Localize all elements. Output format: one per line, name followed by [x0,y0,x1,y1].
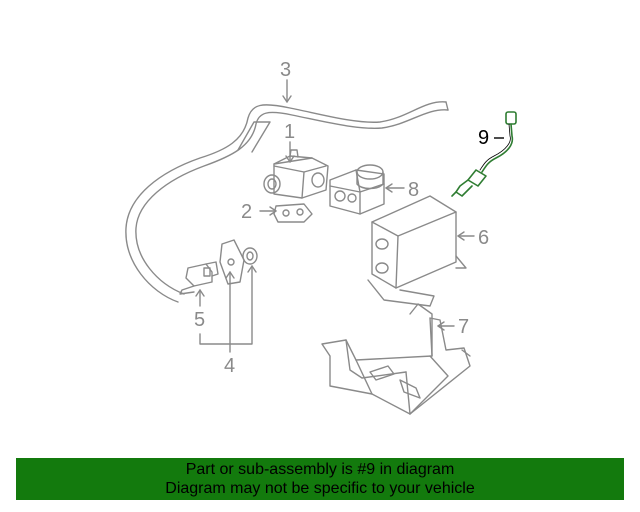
banner-line-2: Diagram may not be specific to your vehi… [165,480,475,497]
vent-valve-part-1 [263,149,329,199]
leader-7-arrow [437,321,445,331]
vapor-hose-part-3 [125,101,449,303]
gasket-part-2 [273,203,313,223]
leader-3-arrow [282,95,292,103]
purge-valve-part-8 [329,164,385,215]
leader-1-arrow [285,155,295,163]
sensor-part-5 [179,261,219,295]
leader-8-arrow [385,183,393,193]
leader-5-arrow [195,289,205,297]
mounting-bracket-part-4 [219,239,258,285]
callout-1: 1 [284,121,296,143]
callout-9: 9 [478,127,490,149]
callout-3: 3 [280,59,292,81]
leader-6-arrow [457,231,465,241]
leader-4-arrow-b [247,265,257,273]
banner-line-1: Part or sub-assembly is #9 in diagram [185,461,455,478]
leader-4-arrow-a [225,271,235,279]
canister-bracket-part-7 [321,303,471,415]
charcoal-canister-part-6 [367,195,467,307]
callout-4: 4 [224,355,236,377]
callout-7: 7 [458,316,470,338]
callout-6: 6 [478,227,490,249]
callout-2: 2 [241,201,253,223]
leader-4 [199,265,253,345]
oxygen-sensor-part-9[interactable] [451,111,517,197]
info-banner: Part or sub-assembly is #9 in diagram Di… [16,458,624,500]
callout-8: 8 [408,179,420,201]
leader-2-arrow [269,206,277,216]
callout-5: 5 [194,309,206,331]
